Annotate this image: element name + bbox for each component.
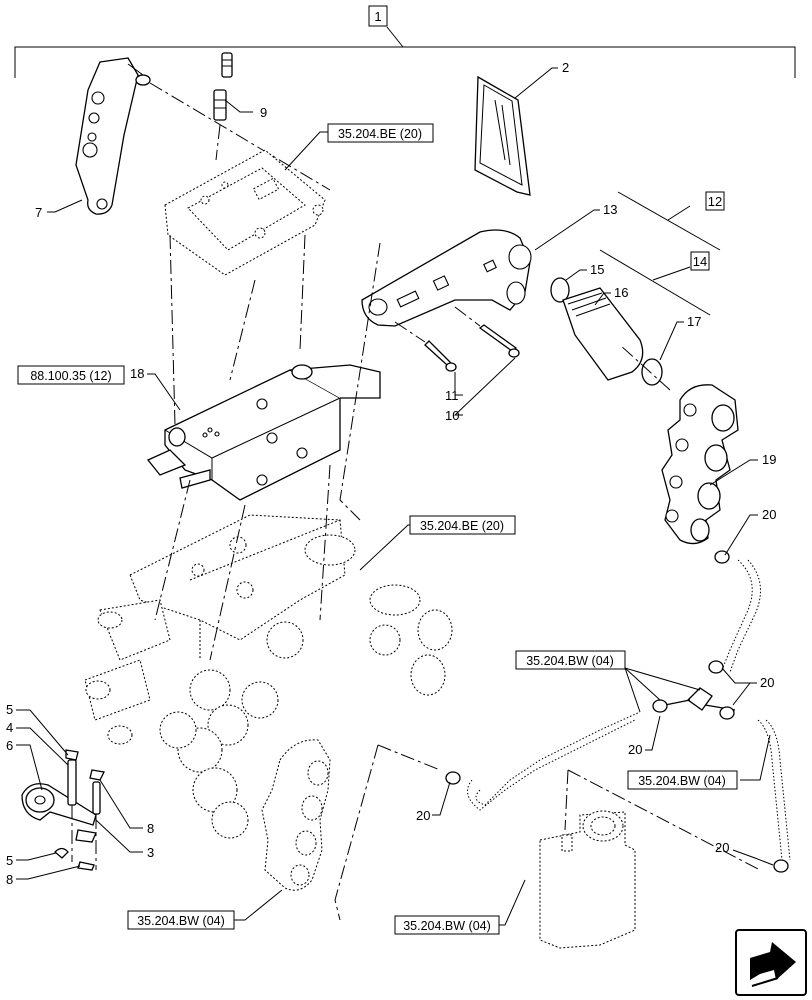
ref-box-be-top[interactable]: 35.204.BE (20) (327, 123, 434, 143)
ref-box-bw-right[interactable]: 35.204.BW (04) (627, 770, 738, 790)
bolts-10-11 (394, 306, 520, 372)
reference-boxes: 35.204.BE (20) 88.100.35 (12) 35.204.BE … (17, 123, 738, 935)
callout-20-a: 20 (762, 507, 776, 522)
callout-11: 11 (445, 388, 459, 403)
kit-bracket-12: 12 (617, 191, 725, 251)
part-13-coupler-body (361, 229, 532, 327)
callout-13: 13 (603, 202, 617, 217)
callout-20-e: 20 (715, 840, 729, 855)
callout-19: 19 (762, 452, 776, 467)
callout-leaders (16, 67, 774, 926)
next-page-arrow-icon[interactable] (735, 929, 807, 996)
svg-text:35.204.BW (04): 35.204.BW (04) (137, 914, 225, 928)
callout-2: 2 (562, 60, 569, 75)
callout-5-b: 5 (6, 853, 13, 868)
svg-text:35.204.BW (04): 35.204.BW (04) (638, 774, 726, 788)
coupler-stack-ghost (261, 739, 331, 891)
callout-10: 10 (445, 408, 459, 423)
valve-bank-ghost (84, 514, 453, 839)
group-label: 1 (374, 9, 381, 24)
callout-5-a: 5 (6, 702, 13, 717)
svg-text:35.204.BE (20): 35.204.BE (20) (420, 519, 504, 533)
callout-12: 12 (708, 194, 722, 209)
svg-text:35.204.BW (04): 35.204.BW (04) (526, 654, 614, 668)
lever-linkage (21, 749, 105, 871)
svg-text:35.204.BE (20): 35.204.BE (20) (338, 127, 422, 141)
part-2-instruction-envelope (474, 75, 531, 196)
ref-box-bw-bottom-mid[interactable]: 35.204.BW (04) (394, 915, 500, 935)
svg-text:88.100.35 (12): 88.100.35 (12) (30, 369, 111, 383)
callout-6: 6 (6, 738, 13, 753)
callout-numbers: 2 9 7 13 15 16 17 11 10 19 20 20 20 20 2… (6, 60, 776, 887)
part-9-pins (213, 52, 233, 161)
ref-box-88[interactable]: 88.100.35 (12) (17, 365, 125, 385)
ref-box-bw-bottom-left[interactable]: 35.204.BW (04) (127, 910, 235, 930)
part-19-coupler-stack (661, 384, 739, 545)
assembly-projection-lines (154, 234, 761, 921)
callout-20-c: 20 (628, 742, 642, 757)
ref-box-bw-top[interactable]: 35.204.BW (04) (515, 650, 626, 670)
reservoir-tank-ghost (539, 810, 636, 949)
ref-box-be-mid[interactable]: 35.204.BE (20) (409, 515, 516, 535)
part-16-cartridge (562, 287, 644, 381)
callout-15: 15 (590, 262, 604, 277)
part-7-bracket (75, 57, 331, 215)
callout-20-d: 20 (416, 808, 430, 823)
callout-18: 18 (130, 366, 144, 381)
group-bracket: 1 (14, 5, 796, 78)
part-17-oring (641, 358, 663, 386)
cover-plate-ghost (164, 149, 326, 276)
callout-16: 16 (614, 285, 628, 300)
callout-17: 17 (687, 314, 701, 329)
callout-20-b: 20 (760, 675, 774, 690)
callout-4: 4 (6, 720, 13, 735)
part-15-oring (550, 277, 570, 303)
callout-8-b: 8 (6, 872, 13, 887)
part-18-valve-section (146, 364, 381, 501)
hoses (467, 559, 791, 861)
callout-8-a: 8 (147, 821, 154, 836)
svg-text:35.204.BW (04): 35.204.BW (04) (403, 919, 491, 933)
callout-14: 14 (693, 254, 707, 269)
callout-9: 9 (260, 105, 267, 120)
callout-7: 7 (35, 205, 42, 220)
kit-bracket-14: 14 (599, 249, 711, 316)
callout-3: 3 (147, 845, 154, 860)
